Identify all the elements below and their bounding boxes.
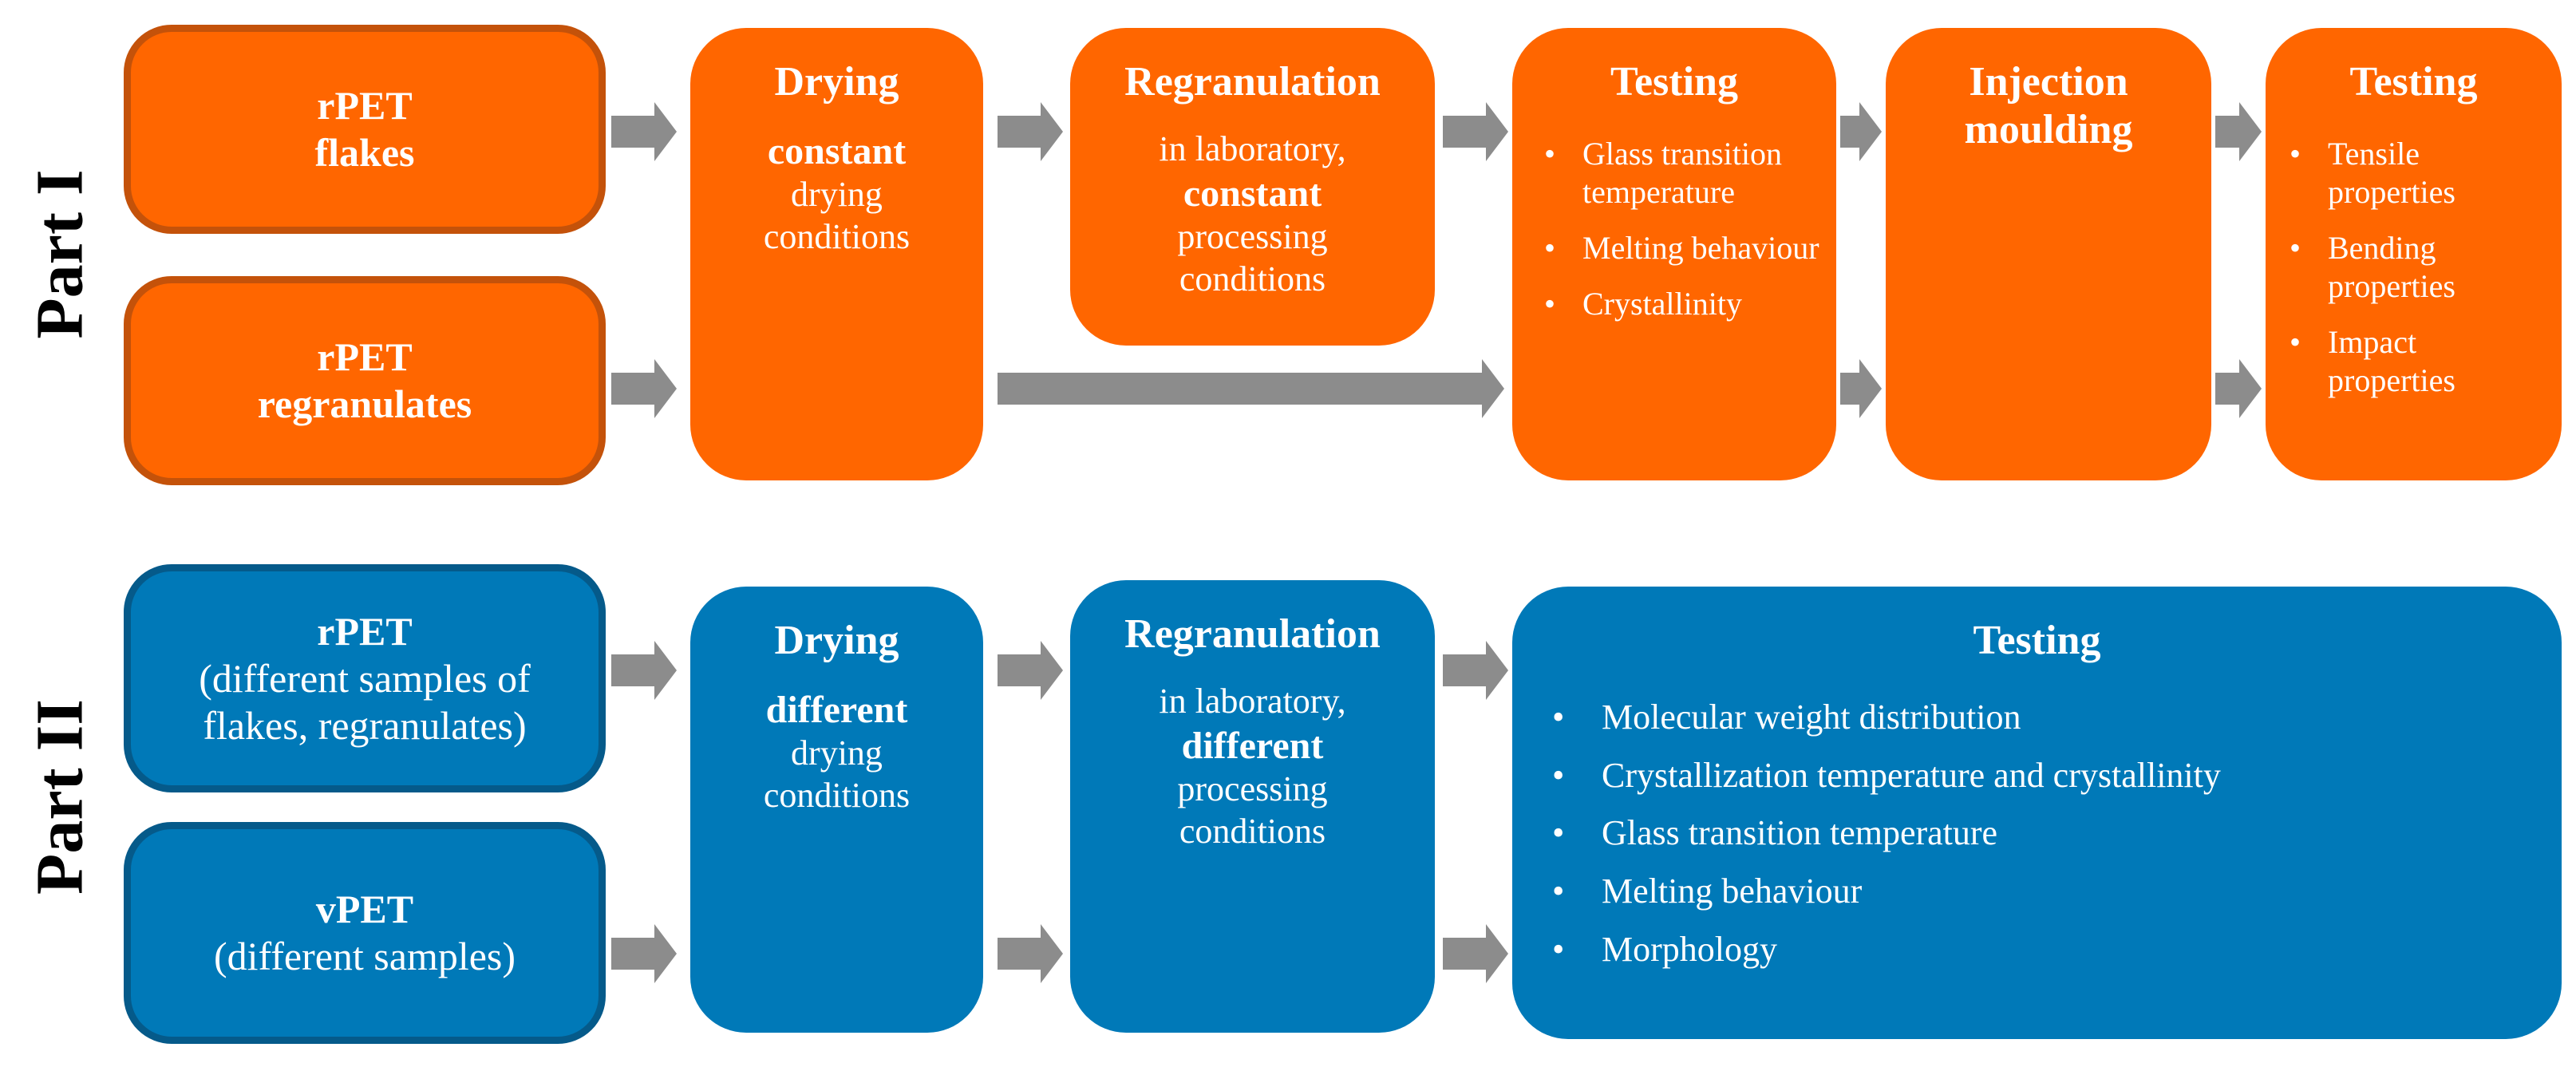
- flow-arrow-icon: [611, 924, 677, 987]
- list-item: Crystallization temperature and crystall…: [1552, 755, 2546, 797]
- regranulation-title: Regranulation: [1124, 59, 1381, 105]
- regranulation-text2: processing conditions: [1177, 217, 1328, 298]
- flow-arrow-icon: [611, 359, 677, 422]
- list-item: Morphology: [1552, 929, 2546, 971]
- list-item: Glass transition temperature: [1552, 812, 2546, 855]
- list-item: Melting behaviour: [1544, 229, 1820, 267]
- flow-arrow-icon: [1443, 641, 1508, 704]
- flow-arrow-icon: [1443, 924, 1508, 987]
- flow-arrow-icon: [998, 641, 1063, 704]
- drying-text: drying conditions: [763, 175, 911, 257]
- box-title: vPET: [315, 887, 414, 931]
- flow-arrow-icon: [1443, 102, 1508, 165]
- testing-list: Molecular weight distribution Crystalliz…: [1512, 697, 2562, 971]
- regranulation-emphasis: constant: [1183, 172, 1322, 215]
- box-title: rPET: [317, 83, 413, 128]
- drying-text: drying conditions: [763, 733, 911, 816]
- drying-title: Drying: [774, 618, 899, 663]
- box-title: rPET: [317, 334, 413, 379]
- flow-arrow-icon: [1840, 359, 1882, 422]
- testing-box-part2: Testing Molecular weight distribution Cr…: [1512, 587, 2562, 1039]
- rpet-samples-box: rPET (different samples of flakes, regra…: [124, 564, 606, 792]
- testing-title: Testing: [1973, 618, 2101, 663]
- testing-mechanical-box: Testing Tensile properties Bending prope…: [2266, 28, 2562, 480]
- list-item: Bending properties: [2290, 229, 2546, 306]
- flow-arrow-icon: [611, 641, 677, 704]
- regranulation-text1: in laboratory,: [1159, 681, 1346, 721]
- drying-box-part1: Drying constant drying conditions: [690, 28, 983, 480]
- rpet-flakes-box: rPET flakes: [124, 25, 606, 234]
- testing-title: Testing: [2349, 59, 2478, 105]
- flow-arrow-icon: [2215, 102, 2262, 165]
- rpet-regranulates-box: rPET regranulates: [124, 276, 606, 485]
- list-item: Impact properties: [2290, 323, 2546, 400]
- regranulation-text2: processing conditions: [1177, 769, 1328, 851]
- testing-box-part1: Testing Glass transition temperature Mel…: [1512, 28, 1836, 480]
- box-subtitle: regranulates: [257, 381, 472, 426]
- list-item: Molecular weight distribution: [1552, 697, 2546, 739]
- flow-arrow-icon: [998, 359, 1504, 422]
- flow-arrow-icon: [1840, 102, 1882, 165]
- list-item: Crystallinity: [1544, 285, 1820, 323]
- injection-moulding-box: Injection moulding: [1886, 28, 2211, 480]
- testing-list: Glass transition temperature Melting beh…: [1512, 135, 1836, 323]
- vpet-samples-box: vPET (different samples): [124, 822, 606, 1044]
- regranulation-emphasis: different: [1181, 724, 1324, 767]
- regranulation-text1: in laboratory,: [1159, 128, 1346, 168]
- list-item: Melting behaviour: [1552, 871, 2546, 913]
- flow-arrow-icon: [998, 924, 1063, 987]
- regranulation-box-part2: Regranulation in laboratory, different p…: [1070, 580, 1435, 1033]
- drying-emphasis: different: [765, 688, 908, 731]
- part-2-label: Part II: [22, 699, 97, 895]
- box-subtitle: flakes: [314, 130, 415, 175]
- drying-box-part2: Drying different drying conditions: [690, 587, 983, 1033]
- drying-emphasis: constant: [767, 129, 907, 172]
- list-item: Tensile properties: [2290, 135, 2546, 211]
- injection-title: Injection moulding: [1964, 59, 2133, 152]
- regranulation-box-part1: Regranulation in laboratory, constant pr…: [1070, 28, 1435, 346]
- flow-arrow-icon: [2215, 359, 2262, 422]
- box-subtitle: (different samples): [213, 934, 516, 978]
- part-1-label: Part I: [22, 169, 97, 339]
- flow-arrow-icon: [611, 102, 677, 165]
- testing-title: Testing: [1610, 59, 1738, 105]
- box-title: rPET: [317, 608, 413, 654]
- box-subtitle: (different samples of flakes, regranulat…: [199, 655, 531, 748]
- list-item: Glass transition temperature: [1544, 135, 1820, 211]
- testing-list: Tensile properties Bending properties Im…: [2266, 135, 2562, 400]
- regranulation-title: Regranulation: [1124, 611, 1381, 657]
- drying-title: Drying: [774, 59, 899, 105]
- flow-arrow-icon: [998, 102, 1063, 165]
